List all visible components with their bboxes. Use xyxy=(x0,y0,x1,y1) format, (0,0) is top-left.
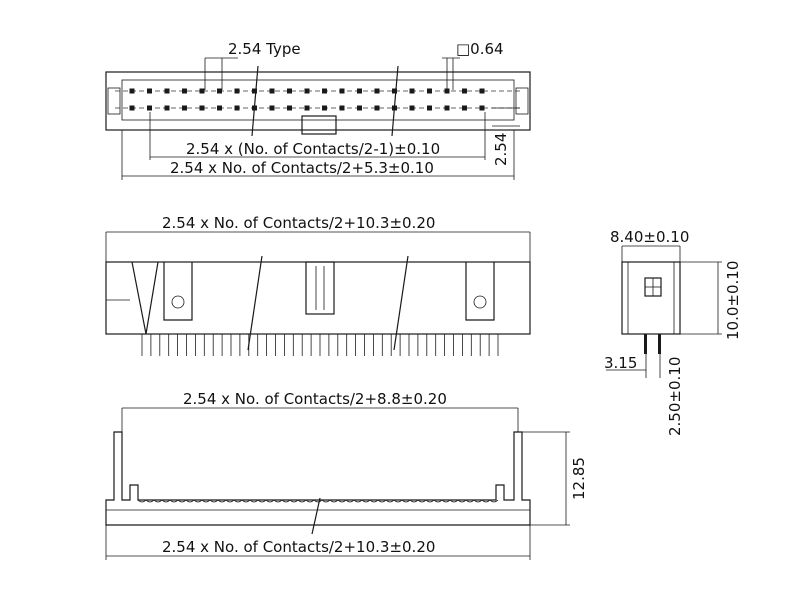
top-view-pin xyxy=(374,88,380,94)
row-pitch-label: 2.54 xyxy=(492,133,510,166)
top-view-pin xyxy=(287,105,292,111)
side-height-label: 10.0±0.10 xyxy=(724,261,742,340)
top-view-pin xyxy=(444,88,450,94)
top-view-pin xyxy=(322,105,327,111)
bottom-width-label: 2.54 x No. of Contacts/2+10.3±0.20 xyxy=(162,538,435,556)
top-view-pin xyxy=(304,88,310,94)
front-view-pins xyxy=(141,334,499,356)
top-view-pin xyxy=(234,88,240,94)
top-view-pin xyxy=(234,105,240,111)
top-view-pin xyxy=(339,105,345,111)
top-view-pin xyxy=(409,105,415,111)
top-view-pin xyxy=(217,88,222,94)
top-view-pin xyxy=(164,88,170,94)
top-view-inner-frame xyxy=(121,79,515,121)
bottom-inner-dim-label: 2.54 x No. of Contacts/2+8.8±0.20 xyxy=(183,390,447,408)
side-view-pin xyxy=(658,334,661,354)
top-view-pins xyxy=(129,88,485,111)
top-view-pin xyxy=(304,105,310,111)
top-view-pin xyxy=(409,88,415,94)
front-view: 2.54 x No. of Contacts/2+10.3±0.20 xyxy=(105,214,531,356)
top-view-center-key xyxy=(301,115,337,135)
bottom-view-housing xyxy=(105,431,531,526)
top-view: 2.54 Type □0.64 2.54 x (No. of Contacts/… xyxy=(105,40,531,180)
top-view-pin xyxy=(129,88,135,94)
top-view-pin xyxy=(182,105,187,111)
front-view-left-slot-hole xyxy=(171,295,185,309)
side-view-housing xyxy=(621,261,681,335)
top-view-pin xyxy=(269,105,275,111)
top-view-pin xyxy=(392,88,397,94)
top-view-pin xyxy=(427,105,432,111)
bottom-view-contacts-edge xyxy=(137,499,499,503)
side-pin-spacing-label: 2.50±0.10 xyxy=(666,357,684,436)
top-view-pin xyxy=(199,105,205,111)
side-pin-offset-label: 3.15 xyxy=(604,354,637,372)
top-view-pin xyxy=(462,88,467,94)
top-view-pin xyxy=(182,88,187,94)
top-view-pin xyxy=(164,105,170,111)
top-view-housing xyxy=(105,71,531,131)
top-view-pin xyxy=(147,105,152,111)
front-width-label: 2.54 x No. of Contacts/2+10.3±0.20 xyxy=(162,214,435,232)
top-view-pin xyxy=(374,105,380,111)
bottom-view-break-line xyxy=(311,497,321,535)
side-width-label: 8.40±0.10 xyxy=(610,228,689,246)
top-view-pin xyxy=(252,88,257,94)
top-view-pin xyxy=(217,105,222,111)
top-inner-dim-label: 2.54 x (No. of Contacts/2-1)±0.10 xyxy=(186,140,440,158)
top-view-pin xyxy=(147,88,152,94)
front-view-right-slot-hole xyxy=(473,295,487,309)
front-view-break-line xyxy=(393,255,409,351)
front-view-break-line xyxy=(247,255,263,351)
side-view-pin xyxy=(644,334,647,354)
top-view-pin xyxy=(479,105,485,111)
bottom-height-label: 12.85 xyxy=(570,457,588,500)
front-view-left-latch xyxy=(131,261,159,335)
pin-square-label: □0.64 xyxy=(456,40,504,58)
top-outer-dim-label: 2.54 x No. of Contacts/2+5.3±0.10 xyxy=(170,159,434,177)
top-view-pin xyxy=(357,88,362,94)
top-view-pin xyxy=(269,88,275,94)
top-view-pin xyxy=(199,88,205,94)
top-view-pin xyxy=(427,88,432,94)
front-view-right-slot xyxy=(465,262,495,321)
top-view-pin xyxy=(287,88,292,94)
top-view-right-latch xyxy=(515,87,529,115)
top-view-break-line xyxy=(251,65,259,137)
top-view-pin xyxy=(339,88,345,94)
front-view-left-slot xyxy=(163,262,193,321)
top-view-left-latch xyxy=(107,87,121,115)
front-view-center-key xyxy=(305,261,335,315)
top-view-pin xyxy=(129,105,135,111)
bottom-view: 2.54 x No. of Contacts/2+8.8±0.20 12.85 … xyxy=(105,390,588,560)
side-view: 8.40±0.10 10.0±0.10 3.15 2.50±0.10 xyxy=(604,228,742,436)
top-view-pin xyxy=(479,88,485,94)
top-view-pin xyxy=(322,88,327,94)
top-view-pin xyxy=(462,105,467,111)
pitch-type-label: 2.54 Type xyxy=(228,40,301,58)
top-view-pin xyxy=(444,105,450,111)
top-view-pin xyxy=(357,105,362,111)
top-view-break-line xyxy=(391,65,399,137)
